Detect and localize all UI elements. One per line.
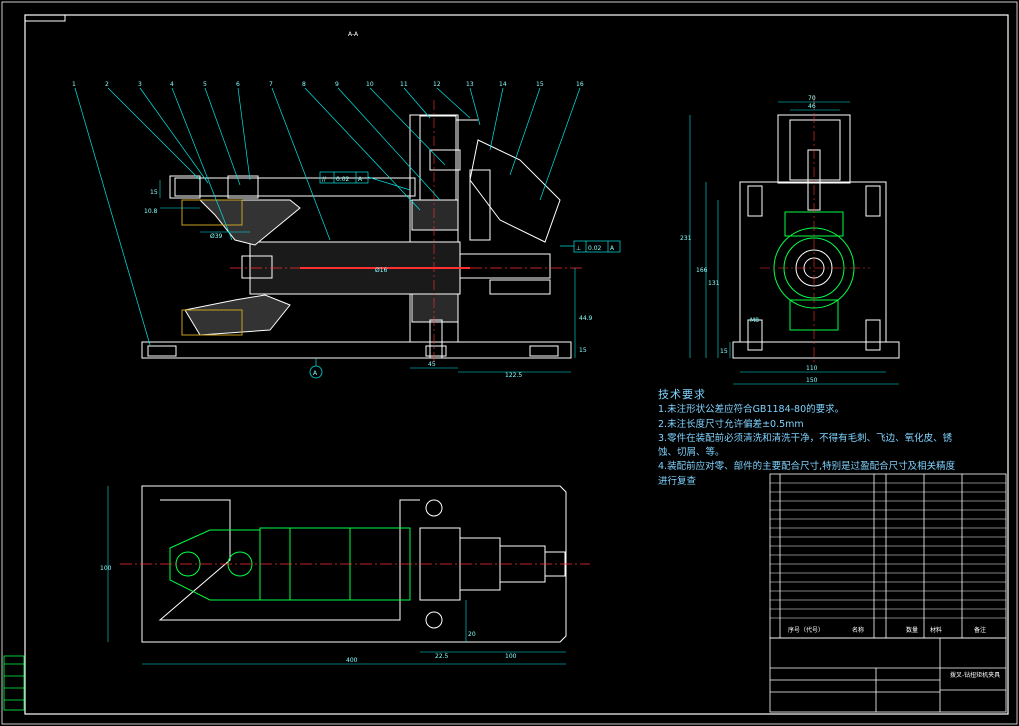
requirement-line: 4.装配前应对零、部件的主要配合尺寸,特别是过盈配合尺寸及相关精度	[658, 461, 956, 473]
requirement-line: 2.未注长度尺寸允许偏差±0.5mm	[658, 418, 804, 430]
fork-upper-arm	[198, 199, 301, 246]
base-plate	[141, 341, 572, 359]
svg-text:45: 45	[428, 361, 436, 368]
side-block	[739, 181, 887, 343]
svg-text:166: 166	[696, 267, 708, 274]
svg-text:150: 150	[806, 377, 818, 384]
top-base-plate	[141, 485, 567, 643]
title-block	[769, 637, 1007, 713]
svg-text:14: 14	[499, 81, 507, 88]
svg-text:M8: M8	[750, 317, 759, 324]
svg-text:3: 3	[138, 81, 142, 88]
datum-symbol: A	[309, 358, 323, 379]
leader-lines	[74, 87, 581, 346]
svg-text:100: 100	[505, 653, 517, 660]
svg-text://: //	[322, 176, 327, 183]
svg-text:Ø39: Ø39	[210, 233, 223, 240]
svg-text:100: 100	[100, 565, 112, 572]
svg-text:7: 7	[269, 81, 273, 88]
svg-text:0.02: 0.02	[336, 176, 350, 183]
svg-text:拨叉-钻扭矩机夹具: 拨叉-钻扭矩机夹具	[950, 671, 1000, 679]
svg-text:数量: 数量	[906, 626, 918, 634]
svg-text:材料: 材料	[930, 626, 942, 634]
svg-text:110: 110	[806, 365, 818, 372]
svg-text:70: 70	[808, 95, 816, 102]
requirement-line: 蚀、切屑、等。	[658, 447, 725, 459]
svg-text:20: 20	[468, 631, 476, 638]
svg-text:A: A	[358, 176, 363, 183]
requirement-line: 1.未注形状公差应符合GB1184-80的要求。	[658, 404, 845, 416]
side-dimensions	[689, 101, 899, 385]
svg-text:22.5: 22.5	[435, 653, 449, 660]
front-section-view	[141, 114, 572, 359]
svg-text:备注: 备注	[974, 626, 986, 634]
svg-text:序号（代号）: 序号（代号）	[788, 626, 824, 634]
inner-frame	[24, 14, 1009, 715]
tolerance-frame-perpendicular	[560, 240, 621, 253]
section-label: A-A	[348, 31, 359, 38]
svg-text:A: A	[313, 370, 318, 377]
side-stamp	[3, 655, 25, 711]
svg-text:2: 2	[105, 81, 109, 88]
svg-text:15: 15	[579, 347, 587, 354]
frame-title-notch	[24, 14, 66, 22]
fork-lower-arm	[184, 294, 291, 336]
svg-text:0.02: 0.02	[588, 245, 602, 252]
svg-text:131: 131	[708, 280, 720, 287]
svg-text:名称: 名称	[852, 626, 864, 634]
svg-text:6: 6	[236, 81, 240, 88]
svg-text:9: 9	[335, 81, 339, 88]
leader-number-labels: 1 2 3 4 5 6 7 8 9 10 11 12 13 14 15 16	[72, 81, 584, 88]
front-dimensions	[159, 180, 576, 373]
svg-text:A: A	[610, 245, 615, 252]
svg-text:8: 8	[302, 81, 306, 88]
top-dimensions	[107, 486, 566, 665]
svg-text:15: 15	[150, 189, 158, 196]
svg-text:15: 15	[536, 81, 544, 88]
svg-text:15: 15	[720, 348, 728, 355]
tolerance-frame-parallel	[319, 171, 411, 191]
svg-text:400: 400	[346, 657, 358, 664]
svg-text:10: 10	[366, 81, 374, 88]
svg-text:Ø16: Ø16	[375, 267, 388, 274]
requirement-line: 3.零件在装配前必须清洗和清洗干净，不得有毛刺、飞边、氧化皮、锈	[658, 432, 953, 444]
svg-text:44.9: 44.9	[579, 315, 593, 322]
svg-text:13: 13	[466, 81, 474, 88]
svg-text:1: 1	[72, 81, 76, 88]
parts-list	[769, 473, 1007, 639]
svg-text:122.5: 122.5	[505, 372, 522, 379]
clamp-arm	[174, 177, 416, 197]
svg-text:4: 4	[170, 81, 174, 88]
toggle-lever	[469, 139, 561, 243]
requirements-title: 技术要求	[658, 388, 706, 401]
svg-text:⊥: ⊥	[576, 245, 581, 252]
technical-requirements: 技术要求 1.未注形状公差应符合GB1184-80的要求。 2.未注长度尺寸允许…	[658, 388, 955, 489]
requirement-line: 进行复查	[658, 475, 697, 487]
svg-text:231: 231	[680, 235, 692, 242]
svg-text:46: 46	[808, 103, 816, 110]
svg-text:10.8: 10.8	[144, 208, 158, 215]
svg-text:11: 11	[400, 81, 408, 88]
svg-text:16: 16	[576, 81, 584, 88]
svg-text:5: 5	[203, 81, 207, 88]
svg-text:12: 12	[433, 81, 441, 88]
parts-list-rows	[770, 482, 1006, 619]
